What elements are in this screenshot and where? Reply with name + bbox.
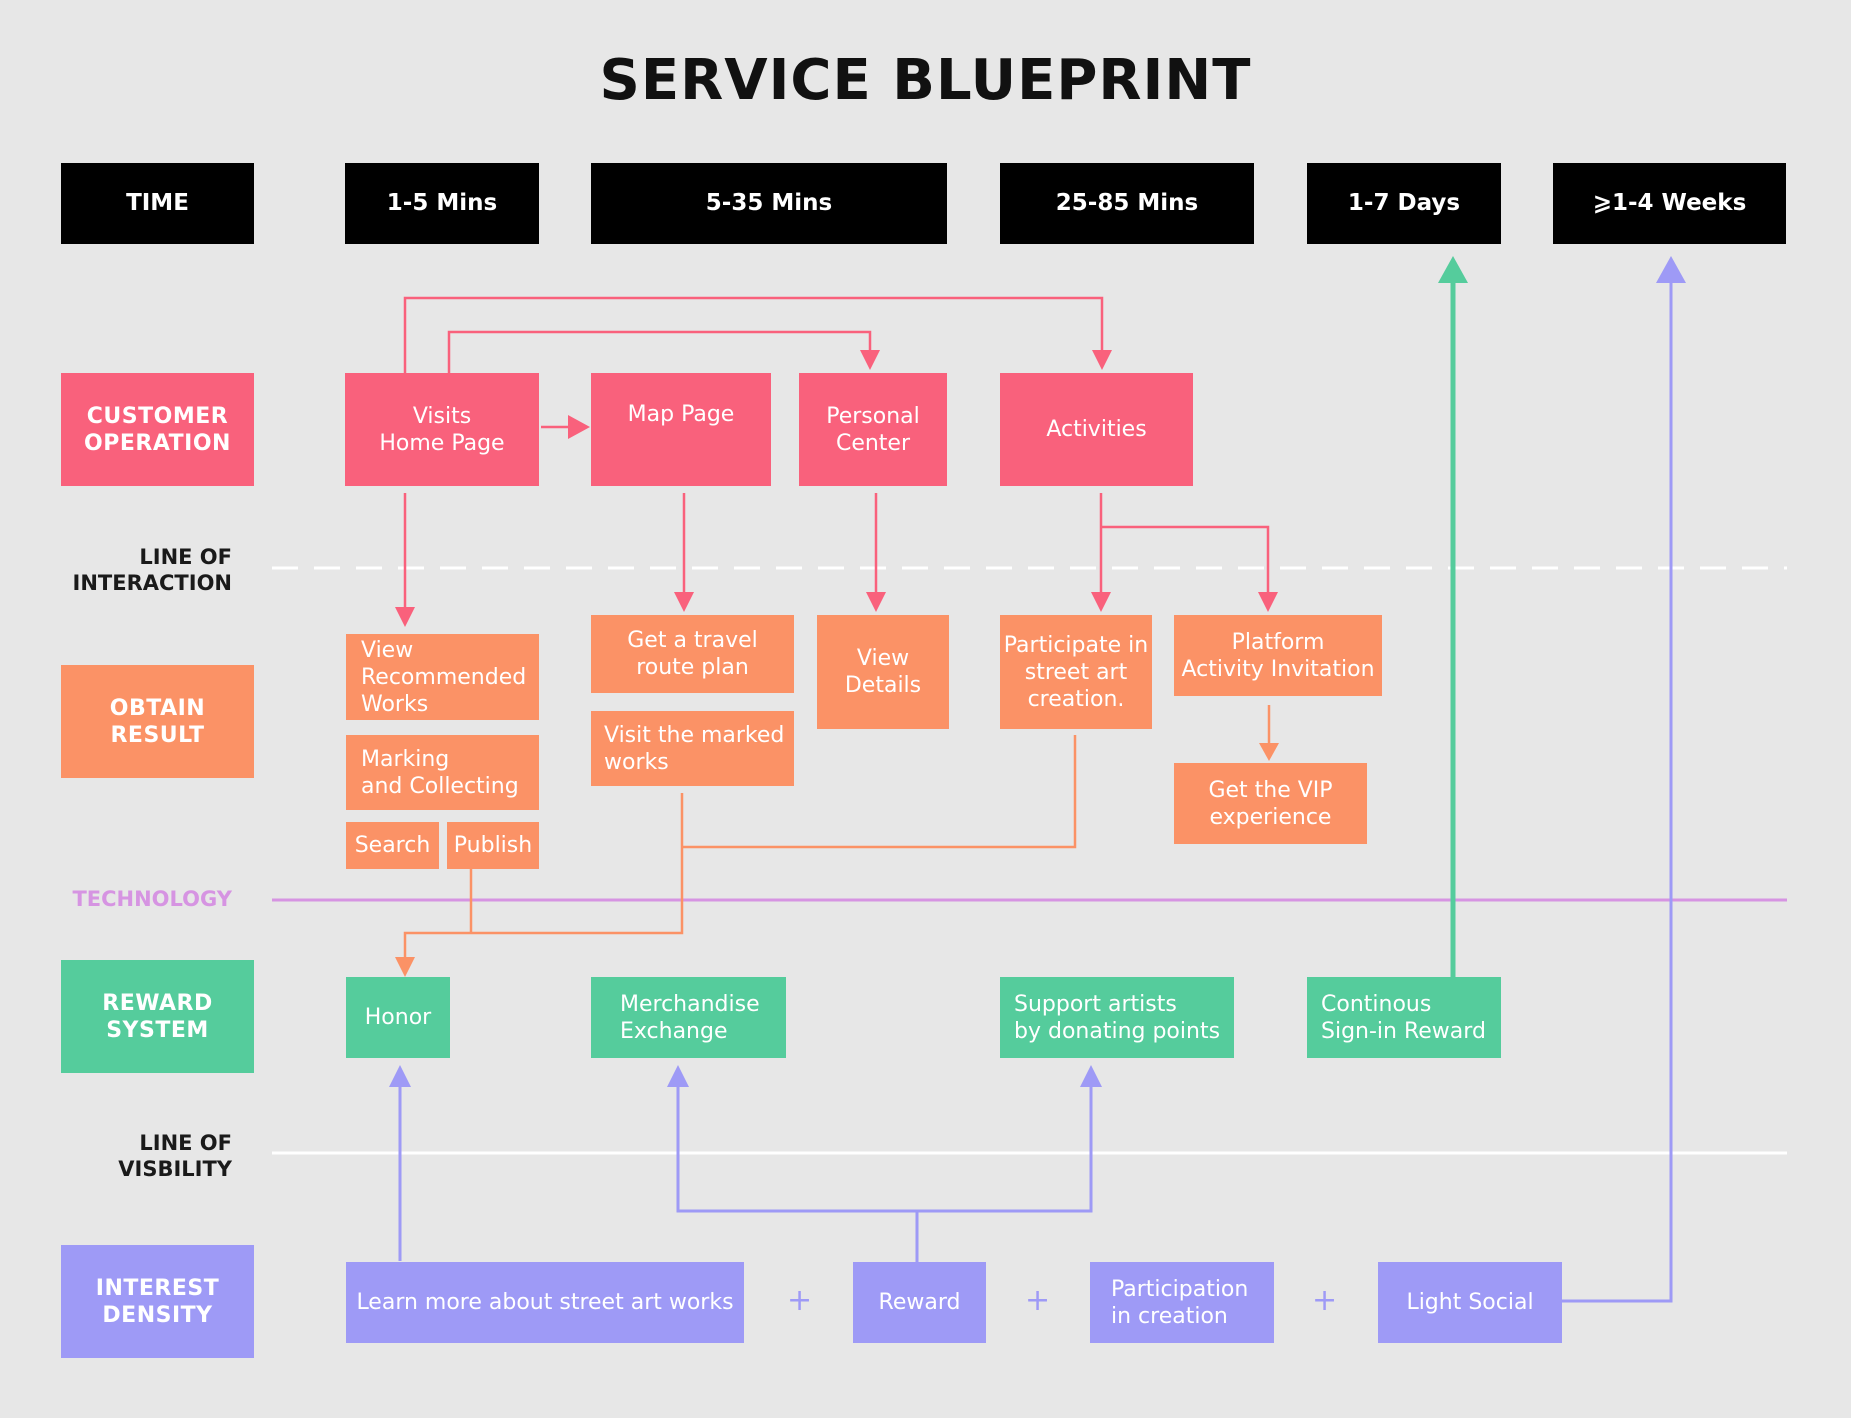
label-technology: TECHNOLOGY bbox=[72, 887, 232, 911]
lane-obtain-result: OBTAIN RESULT bbox=[61, 665, 254, 778]
connector-participate-to-honor bbox=[682, 735, 1077, 849]
result-view-recommended-works: View Recommended Works bbox=[346, 634, 539, 720]
arrow-social-to-weeks bbox=[1562, 278, 1673, 1303]
step-visits-home-page: Visits Home Page bbox=[345, 373, 539, 486]
interest-learn-more: Learn more about street art works bbox=[346, 1262, 744, 1343]
result-search: Search bbox=[346, 822, 439, 869]
arrow-reward-to-support bbox=[917, 1083, 1093, 1213]
plus-sign-3: + bbox=[1312, 1283, 1338, 1318]
step-activities: Activities bbox=[1000, 373, 1193, 486]
result-platform-activity-invitation: Platform Activity Invitation bbox=[1174, 615, 1382, 696]
label-line-of-interaction: LINE OF INTERACTION bbox=[72, 545, 232, 595]
interest-reward: Reward bbox=[853, 1262, 986, 1343]
page-title: SERVICE BLUEPRINT bbox=[599, 48, 1252, 113]
interest-participation-in-creation: Participation in creation bbox=[1090, 1262, 1274, 1343]
arrow-reward-to-merchandise bbox=[676, 1083, 919, 1263]
result-travel-route-plan: Get a travel route plan bbox=[591, 615, 794, 693]
reward-honor: Honor bbox=[346, 977, 450, 1058]
result-marking-and-collecting: Marking and Collecting bbox=[346, 735, 539, 810]
arrow-activities-to-platform bbox=[1101, 525, 1270, 594]
phase-5-35-mins: 5-35 Mins bbox=[591, 163, 947, 244]
time-header: TIME bbox=[61, 163, 254, 244]
plus-sign-2: + bbox=[1025, 1283, 1051, 1318]
arrow-home-to-personal-center bbox=[447, 330, 872, 373]
plus-sign-1: + bbox=[787, 1283, 813, 1318]
phase-1-5-mins: 1-5 Mins bbox=[345, 163, 539, 244]
result-publish: Publish bbox=[447, 822, 539, 869]
result-visit-marked-works: Visit the marked works bbox=[591, 711, 794, 786]
lane-customer-operation: CUSTOMER OPERATION bbox=[61, 373, 254, 486]
lane-interest-density: INTEREST DENSITY bbox=[61, 1245, 254, 1358]
result-view-details: View Details bbox=[817, 615, 949, 729]
connector-visit-marked-to-honor bbox=[403, 793, 684, 960]
result-vip-experience: Get the VIP experience bbox=[1174, 763, 1367, 844]
reward-support-artists: Support artists by donating points bbox=[1000, 977, 1234, 1058]
phase-25-85-mins: 25-85 Mins bbox=[1000, 163, 1254, 244]
interest-light-social: Light Social bbox=[1378, 1262, 1562, 1343]
arrow-home-to-activities bbox=[403, 296, 1104, 373]
reward-merchandise-exchange: Merchandise Exchange bbox=[591, 977, 786, 1058]
lane-reward-system: REWARD SYSTEM bbox=[61, 960, 254, 1073]
phase-1-4-weeks: ⩾1-4 Weeks bbox=[1553, 163, 1786, 244]
result-participate-in-creation: Participate in street art creation. bbox=[1000, 615, 1152, 729]
label-line-of-visibility: LINE OF VISBILITY bbox=[118, 1131, 232, 1181]
step-personal-center: Personal Center bbox=[799, 373, 947, 486]
reward-continous-sign-in: Continous Sign-in Reward bbox=[1307, 977, 1501, 1058]
step-map-page: Map Page bbox=[591, 373, 771, 486]
phase-1-7-days: 1-7 Days bbox=[1307, 163, 1501, 244]
